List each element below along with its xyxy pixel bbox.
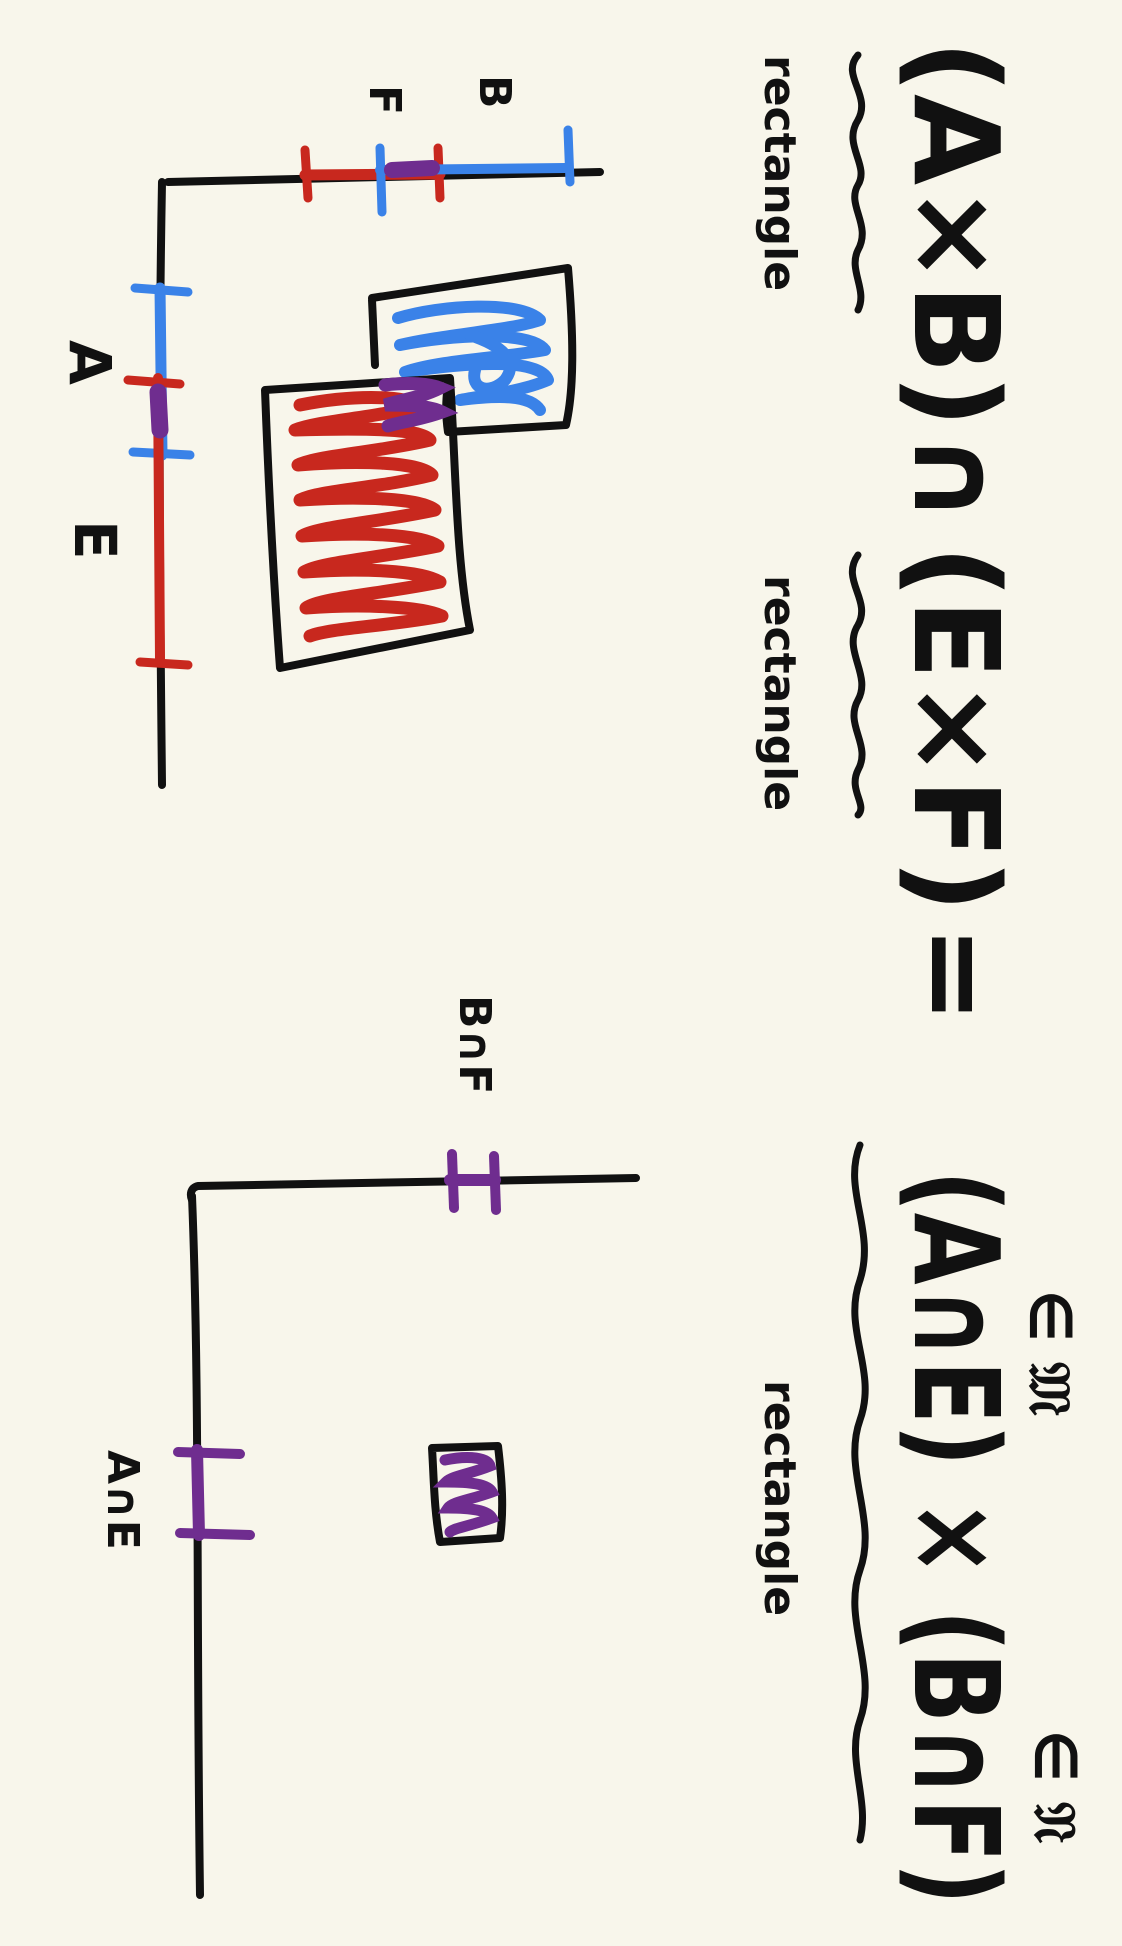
label-a: A (56, 340, 124, 385)
bf-interval-tick-a (447, 1149, 459, 1213)
label-b-cap-f: B∩F (449, 995, 500, 1094)
rhs-first-superscript-group: ∈ 𝔐 (1016, 1290, 1084, 1416)
brace-label-second-group: rectangle (754, 575, 805, 811)
lhs-second-product: (E×F) (887, 545, 1025, 913)
label-b-group: B (469, 75, 520, 109)
rhs-product: (A∩E) × (B∩F) (887, 1170, 1025, 1905)
brace-label-third-group: rectangle (754, 1380, 805, 1616)
x-interval-red-tick-a (123, 375, 185, 389)
y-interval-blue-tick-a (375, 143, 387, 217)
ae-interval-tick-a (173, 1447, 245, 1459)
lhs-first-product: (A×B) (887, 40, 1025, 428)
ae-interval (191, 1444, 205, 1541)
label-bf-group: B∩F (449, 995, 500, 1094)
label-f: F (359, 85, 410, 115)
rect-red-scribble (288, 391, 449, 643)
intersection-symbol: ∩ (887, 430, 1025, 526)
x-interval-red-tick-b (135, 657, 193, 670)
rect-blue-scribble-2 (464, 329, 516, 395)
underbrace-third (851, 1141, 869, 1844)
rect-blue-outline-left (368, 296, 379, 369)
small-rect-scribble (432, 1452, 500, 1538)
label-b: B (469, 75, 520, 109)
rect-blue-outline (368, 264, 577, 436)
small-rect-outline (428, 1442, 507, 1546)
rect-intersection-scribble (378, 377, 459, 433)
brace-label-first-group: rectangle (754, 55, 805, 291)
bf-interval-tick-b (489, 1151, 501, 1215)
x-interval-blue-tick-a (130, 283, 193, 297)
y-interval-overlap (384, 160, 440, 178)
equals-sign: = (887, 925, 1025, 1024)
y-interval-red-tick-a (300, 145, 313, 203)
label-e: E (61, 520, 129, 560)
equation-text-group: (A×B) ∩ (E×F) = (A∩E) × (B∩F) (887, 40, 1025, 1905)
brace-label-second: rectangle (754, 575, 805, 811)
rhs-second-superscript: ∈ 𝔑 (1021, 1730, 1089, 1844)
label-f-group: F (359, 85, 410, 115)
right-y-axis (186, 1174, 640, 1204)
label-e-group: E (61, 520, 129, 560)
rhs-second-superscript-group: ∈ 𝔑 (1021, 1730, 1089, 1844)
x-interval-overlap (149, 383, 169, 439)
brace-label-third: rectangle (754, 1380, 805, 1616)
label-ae-group: A∩E (97, 1450, 148, 1550)
right-x-axis (188, 1192, 204, 1899)
rect-red-outline (261, 374, 474, 672)
label-a-cap-e: A∩E (97, 1450, 148, 1550)
rhs-first-superscript: ∈ 𝔐 (1016, 1290, 1084, 1416)
right-diagram: B∩F A∩E (97, 995, 640, 1899)
underbrace-first (848, 51, 866, 314)
underbrace-second (848, 551, 866, 819)
brace-label-first: rectangle (754, 55, 805, 291)
label-a-group: A (56, 340, 124, 385)
left-diagram: A E B F (56, 75, 604, 789)
y-interval-blue-tick-b (563, 125, 575, 187)
ae-interval-tick-b (175, 1528, 255, 1540)
